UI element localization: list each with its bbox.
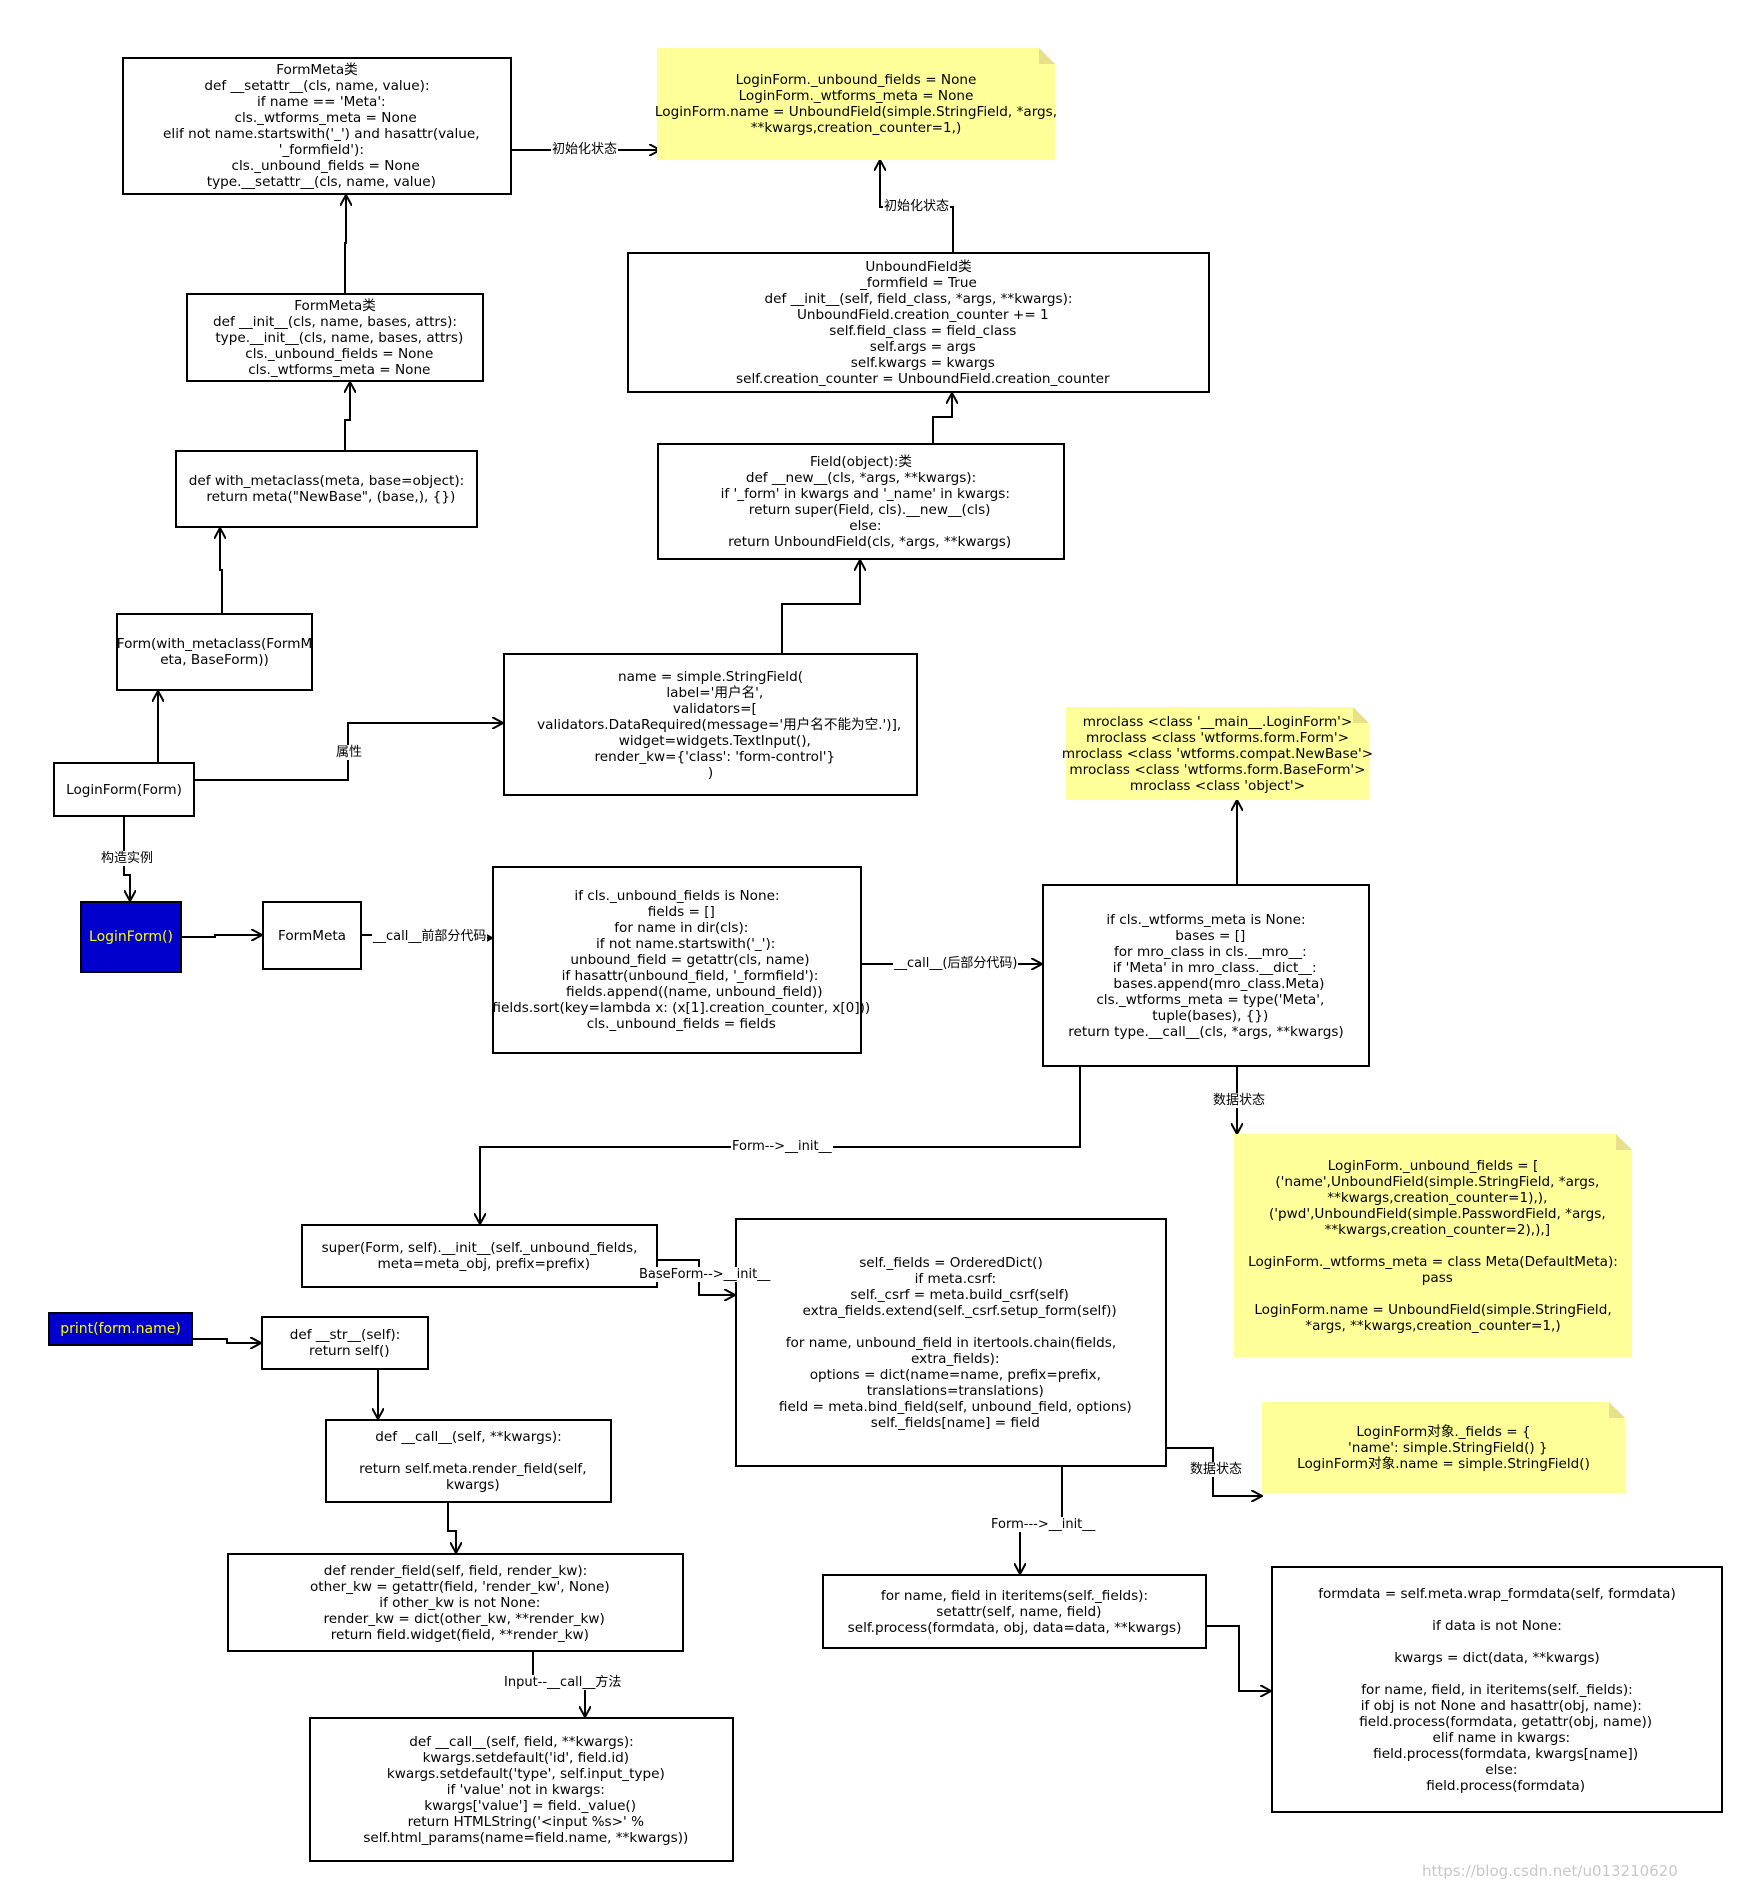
call-back-box: if cls._wtforms_meta is None: bases = []… — [1042, 884, 1370, 1067]
arrow-call-to-render — [447, 1503, 456, 1553]
init-state-label-2: 初始化状态 — [883, 199, 951, 214]
input-call-label: Input--__call__方法 — [503, 1675, 623, 1690]
note-fold-icon — [1616, 1134, 1632, 1150]
data-state-label-1: 数据状态 — [1212, 1093, 1267, 1108]
arrow-field-to-unbound — [932, 393, 952, 443]
arrow-print-to-str — [193, 1339, 261, 1343]
baseform-init-box: self._fields = OrderedDict() if meta.csr… — [735, 1218, 1167, 1467]
object-fields-note: LoginForm对象._fields = { 'name': simple.S… — [1262, 1402, 1625, 1493]
data-state-label-2: 数据状态 — [1189, 1462, 1244, 1477]
init-state-label-1: 初始化状态 — [551, 142, 619, 157]
unboundfield-class-box: UnboundField类 _formfield = True def __in… — [627, 252, 1210, 393]
arrow-loginform-to-instance — [123, 817, 130, 901]
call-front-box: if cls._unbound_fields is None: fields =… — [492, 866, 870, 1054]
form-init-label: Form-->__init__ — [731, 1139, 833, 1154]
loginform-class-box: LoginForm(Form) — [53, 762, 195, 817]
arrow-form-to-metaclass — [220, 528, 222, 613]
init-state-note-text: LoginForm._unbound_fields = None LoginFo… — [654, 72, 1058, 136]
loginform-call-box: LoginForm() — [80, 901, 182, 973]
print-form-name-box: print(form.name) — [48, 1312, 193, 1346]
data-state-note: LoginForm._unbound_fields = [ ('name',Un… — [1234, 1134, 1632, 1357]
data-state-note-text: LoginForm._unbound_fields = [ ('name',Un… — [1248, 1157, 1618, 1334]
baseform-init-label: BaseForm-->__init__ — [638, 1267, 772, 1282]
input-call-box: def __call__(self, field, **kwargs): kwa… — [309, 1717, 734, 1862]
call-back-label: __call__(后部分代码) — [893, 956, 1019, 971]
name-stringfield-box: name = simple.StringField( label='用户名', … — [503, 653, 918, 796]
arrow-metaclass-to-init — [344, 382, 350, 450]
mro-note-text: mroclass <class '__main__.LoginForm'> mr… — [1061, 713, 1374, 794]
init-state-note: LoginForm._unbound_fields = None LoginFo… — [654, 48, 1058, 160]
process-box: formdata = self.meta.wrap_formdata(self,… — [1271, 1566, 1723, 1813]
call-front-label: __call__前部分代码 — [372, 929, 488, 944]
field-class-box: Field(object):类 def __new__(cls, *args, … — [657, 443, 1065, 560]
arrow-iteritems-to-process — [1207, 1625, 1271, 1691]
object-fields-note-text: LoginForm对象._fields = { 'name': simple.S… — [1297, 1423, 1590, 1472]
super-init-box: super(Form, self).__init__(self._unbound… — [301, 1224, 658, 1288]
arrow-init-to-setattr — [345, 195, 346, 293]
iteritems-setattr-box: for name, field in iteritems(self._field… — [822, 1574, 1207, 1649]
formmeta-init-box: FormMeta类 def __init__(cls, name, bases,… — [186, 293, 484, 382]
watermark: https://blog.csdn.net/u013210620 — [1422, 1862, 1678, 1880]
render-field-box: def render_field(self, field, render_kw)… — [227, 1553, 684, 1652]
formmeta-setattr-box: FormMeta类 def __setattr__(cls, name, val… — [122, 57, 512, 195]
form-init-2-label: Form--->__init__ — [990, 1517, 1097, 1532]
arrow-stringfield-to-field — [781, 560, 860, 653]
construct-instance-label: 构造实例 — [100, 851, 155, 866]
note-fold-icon — [1609, 1402, 1625, 1418]
with-metaclass-box: def with_metaclass(meta, base=object): r… — [175, 450, 478, 528]
form-with-metaclass-box: Form(with_metaclass(FormM eta, BaseForm)… — [116, 613, 313, 691]
def-call-box: def __call__(self, **kwargs): return sel… — [325, 1419, 612, 1503]
mro-note: mroclass <class '__main__.LoginForm'> mr… — [1062, 707, 1373, 800]
arrow-instance-to-formmeta — [182, 935, 262, 937]
formmeta-box: FormMeta — [262, 901, 362, 970]
attribute-label: 属性 — [335, 745, 364, 760]
note-fold-icon — [1039, 48, 1055, 64]
note-fold-icon — [1353, 707, 1369, 723]
def-str-box: def __str__(self): return self() — [261, 1316, 429, 1370]
